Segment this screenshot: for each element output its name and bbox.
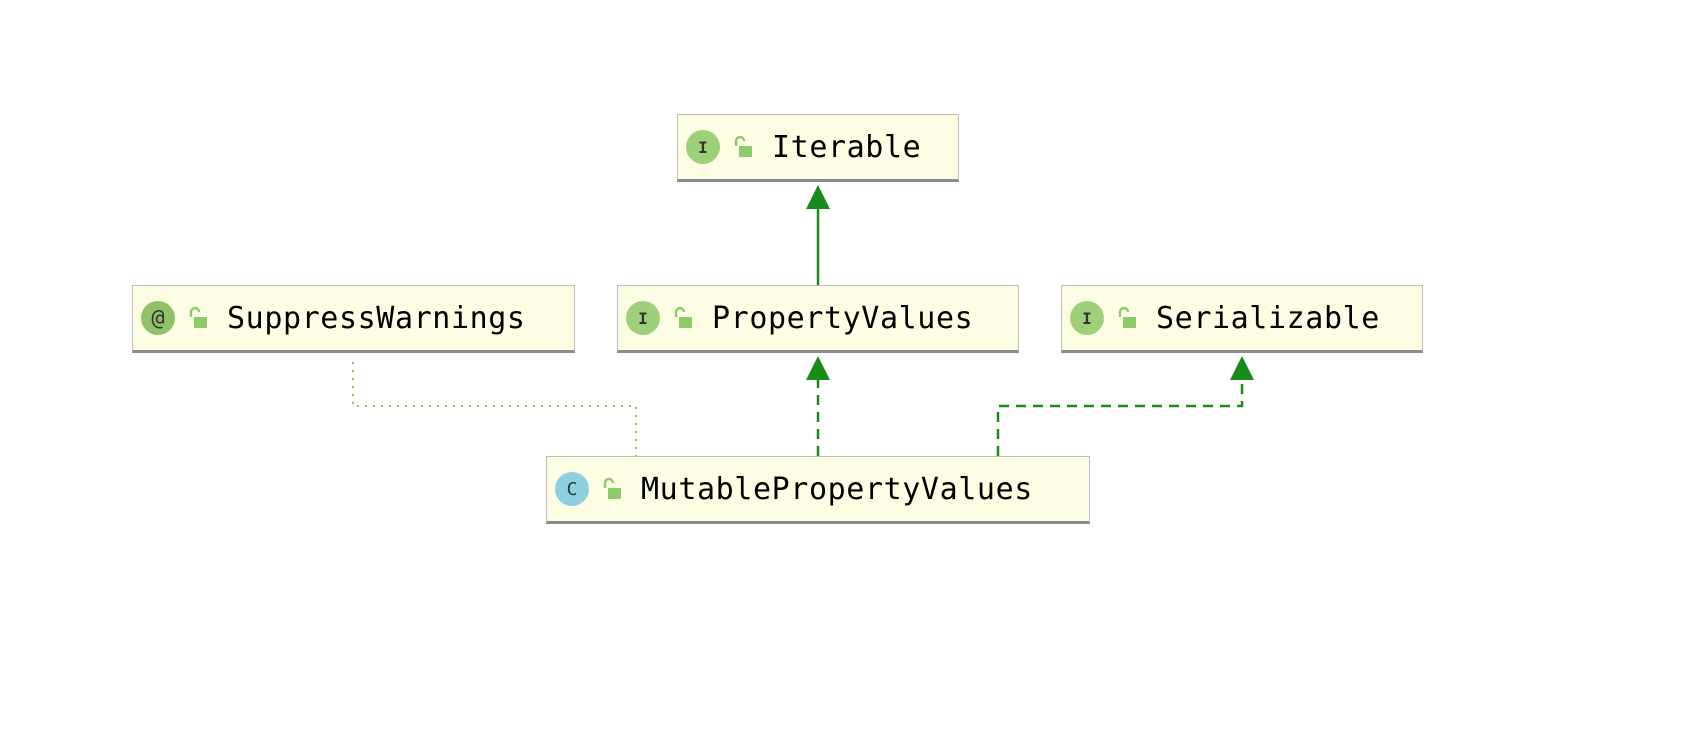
unlocked-public-icon <box>672 306 694 330</box>
class-icon: C <box>555 472 589 506</box>
node-property-values[interactable]: I PropertyValues <box>617 285 1019 353</box>
node-label-iterable: Iterable <box>772 129 922 165</box>
node-iterable[interactable]: I Iterable <box>677 114 959 182</box>
unlocked-public-icon <box>1116 306 1138 330</box>
interface-icon: I <box>1070 301 1104 335</box>
edge-implements-property-values <box>806 356 830 456</box>
interface-icon: I <box>626 301 660 335</box>
edge-implements-serializable <box>996 356 1254 456</box>
node-mutable-property-values[interactable]: C MutablePropertyValues <box>546 456 1090 524</box>
unlocked-public-icon <box>732 135 754 159</box>
unlocked-public-icon <box>601 477 623 501</box>
node-suppress-warnings[interactable]: @ SuppressWarnings <box>132 285 575 353</box>
edge-extends-iterable <box>806 185 830 285</box>
node-serializable[interactable]: I Serializable <box>1061 285 1423 353</box>
node-label-mutable-property-values: MutablePropertyValues <box>641 471 1033 507</box>
node-label-suppress-warnings: SuppressWarnings <box>227 300 526 336</box>
node-label-property-values: PropertyValues <box>712 300 974 336</box>
unlocked-public-icon <box>187 306 209 330</box>
interface-icon: I <box>686 130 720 164</box>
node-label-serializable: Serializable <box>1156 300 1380 336</box>
annotation-icon: @ <box>141 301 175 335</box>
edge-annotation-suppress-warnings <box>352 362 637 456</box>
